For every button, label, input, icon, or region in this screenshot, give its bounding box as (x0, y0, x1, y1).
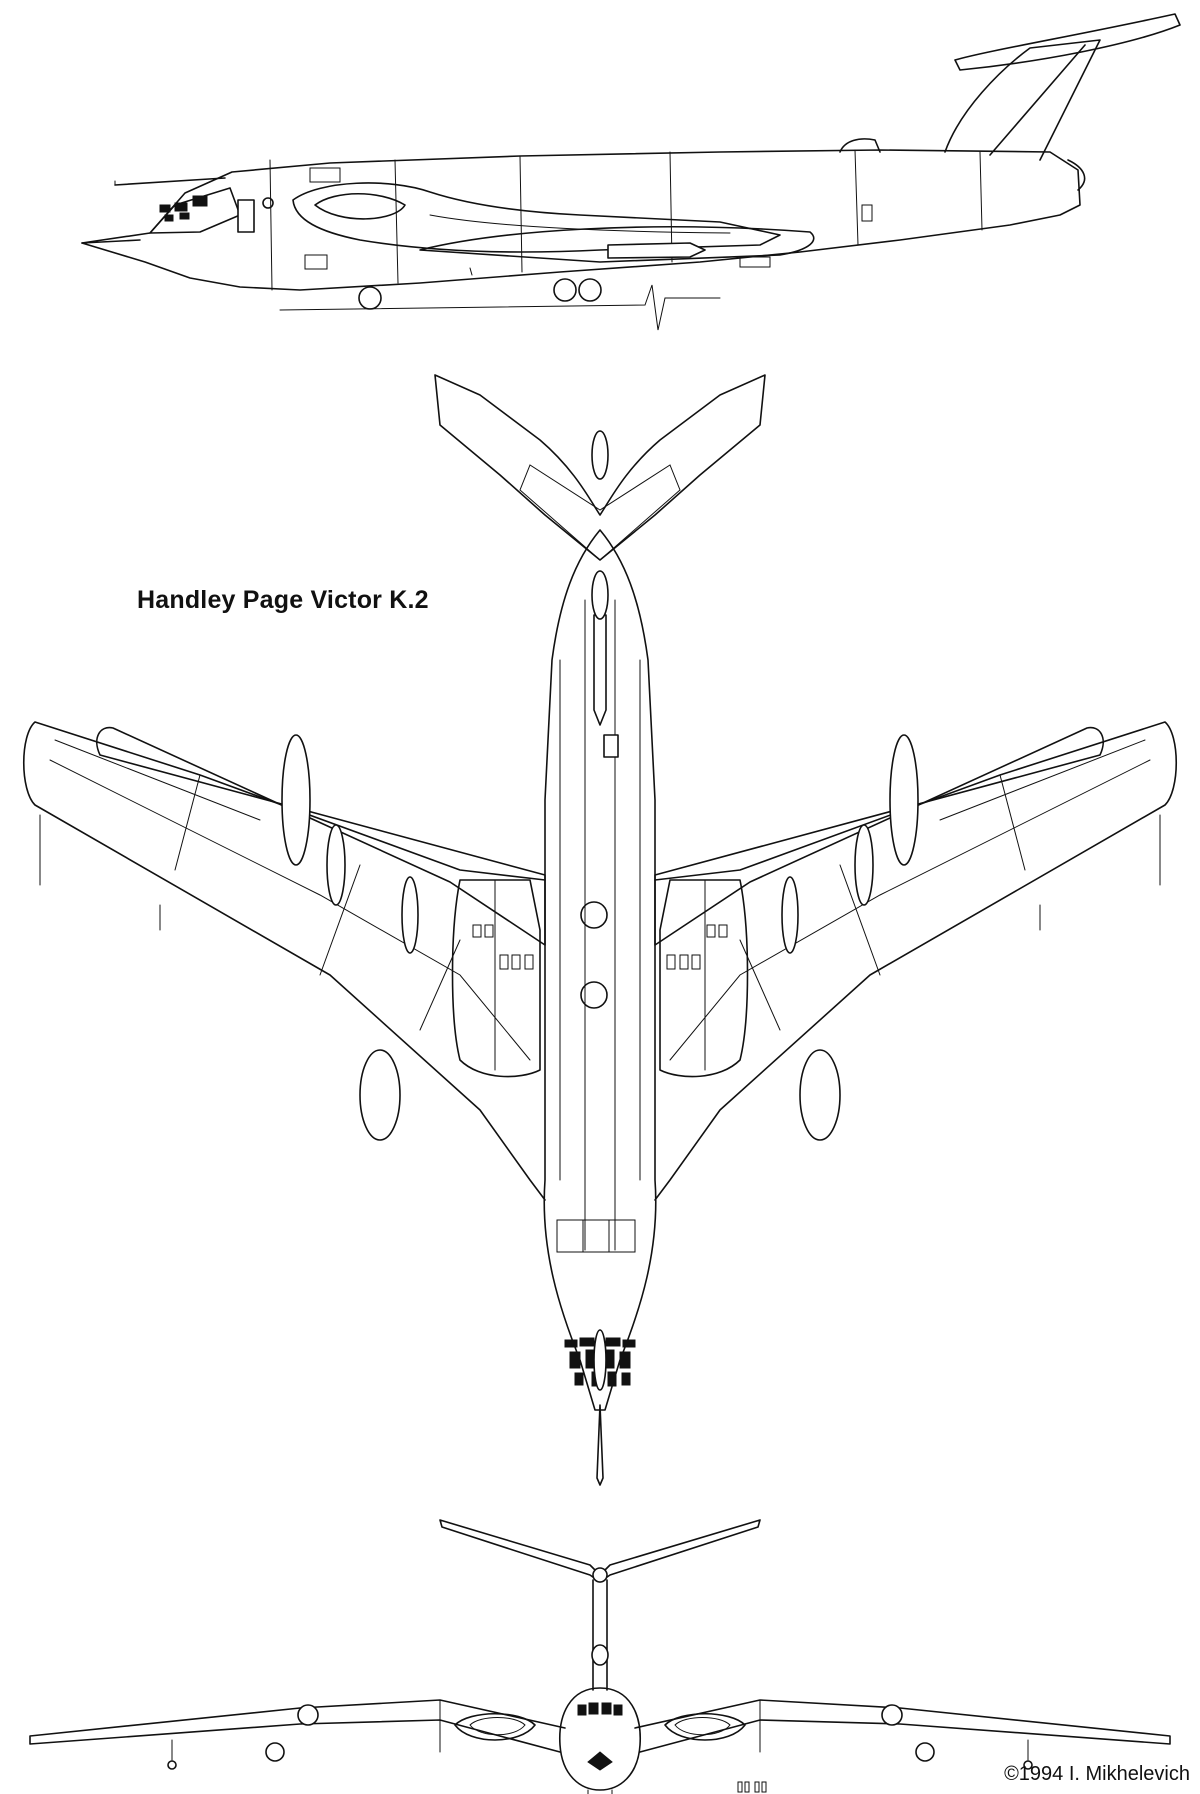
front-right-tank (881, 1704, 903, 1726)
side-tail-fin (944, 39, 1101, 161)
top-left-pylon-tank (281, 734, 311, 866)
side-main-wheel (553, 278, 577, 302)
front-landing-gear (587, 1789, 613, 1794)
side-ground-line (279, 284, 721, 331)
side-underwing-tank (607, 242, 706, 259)
top-left-droptank (359, 1049, 401, 1141)
side-engine-intake (292, 182, 781, 253)
top-view (22, 374, 1178, 1486)
front-view (29, 1519, 1171, 1794)
side-nose (81, 239, 141, 244)
side-refuel-probe (114, 177, 226, 186)
top-center-pod (593, 614, 607, 726)
top-right-pylon-tank (889, 734, 919, 866)
side-nose-wheel (358, 286, 382, 310)
front-right-intake (664, 1712, 746, 1741)
front-left-intake (454, 1712, 536, 1741)
front-fuselage (559, 1687, 641, 1791)
front-cockpit-glazing (577, 1702, 623, 1771)
top-right-wing-outline (654, 721, 1178, 1201)
top-right-droptank (799, 1049, 841, 1141)
top-left-wing (96, 726, 546, 946)
top-left-wing-outline (22, 721, 546, 1201)
top-right-wing (654, 726, 1104, 946)
front-fin (592, 1579, 608, 1691)
side-cockpit (149, 187, 241, 234)
top-cockpit-glazing (564, 1337, 636, 1387)
side-view (81, 13, 1181, 331)
front-left-tank (297, 1704, 319, 1726)
side-fuselage (81, 149, 1081, 291)
top-right-engines (659, 879, 749, 1078)
top-nose-probe (596, 1404, 604, 1486)
side-tailplane (954, 13, 1181, 71)
drawing-title: Handley Page Victor K.2 (137, 586, 429, 614)
side-wing (419, 226, 815, 263)
copyright-credit: ©1994 I. Mikhelevich (1004, 1763, 1190, 1785)
top-left-engines (451, 879, 541, 1078)
front-right-wing (634, 1699, 1171, 1753)
front-left-wing (29, 1699, 566, 1753)
